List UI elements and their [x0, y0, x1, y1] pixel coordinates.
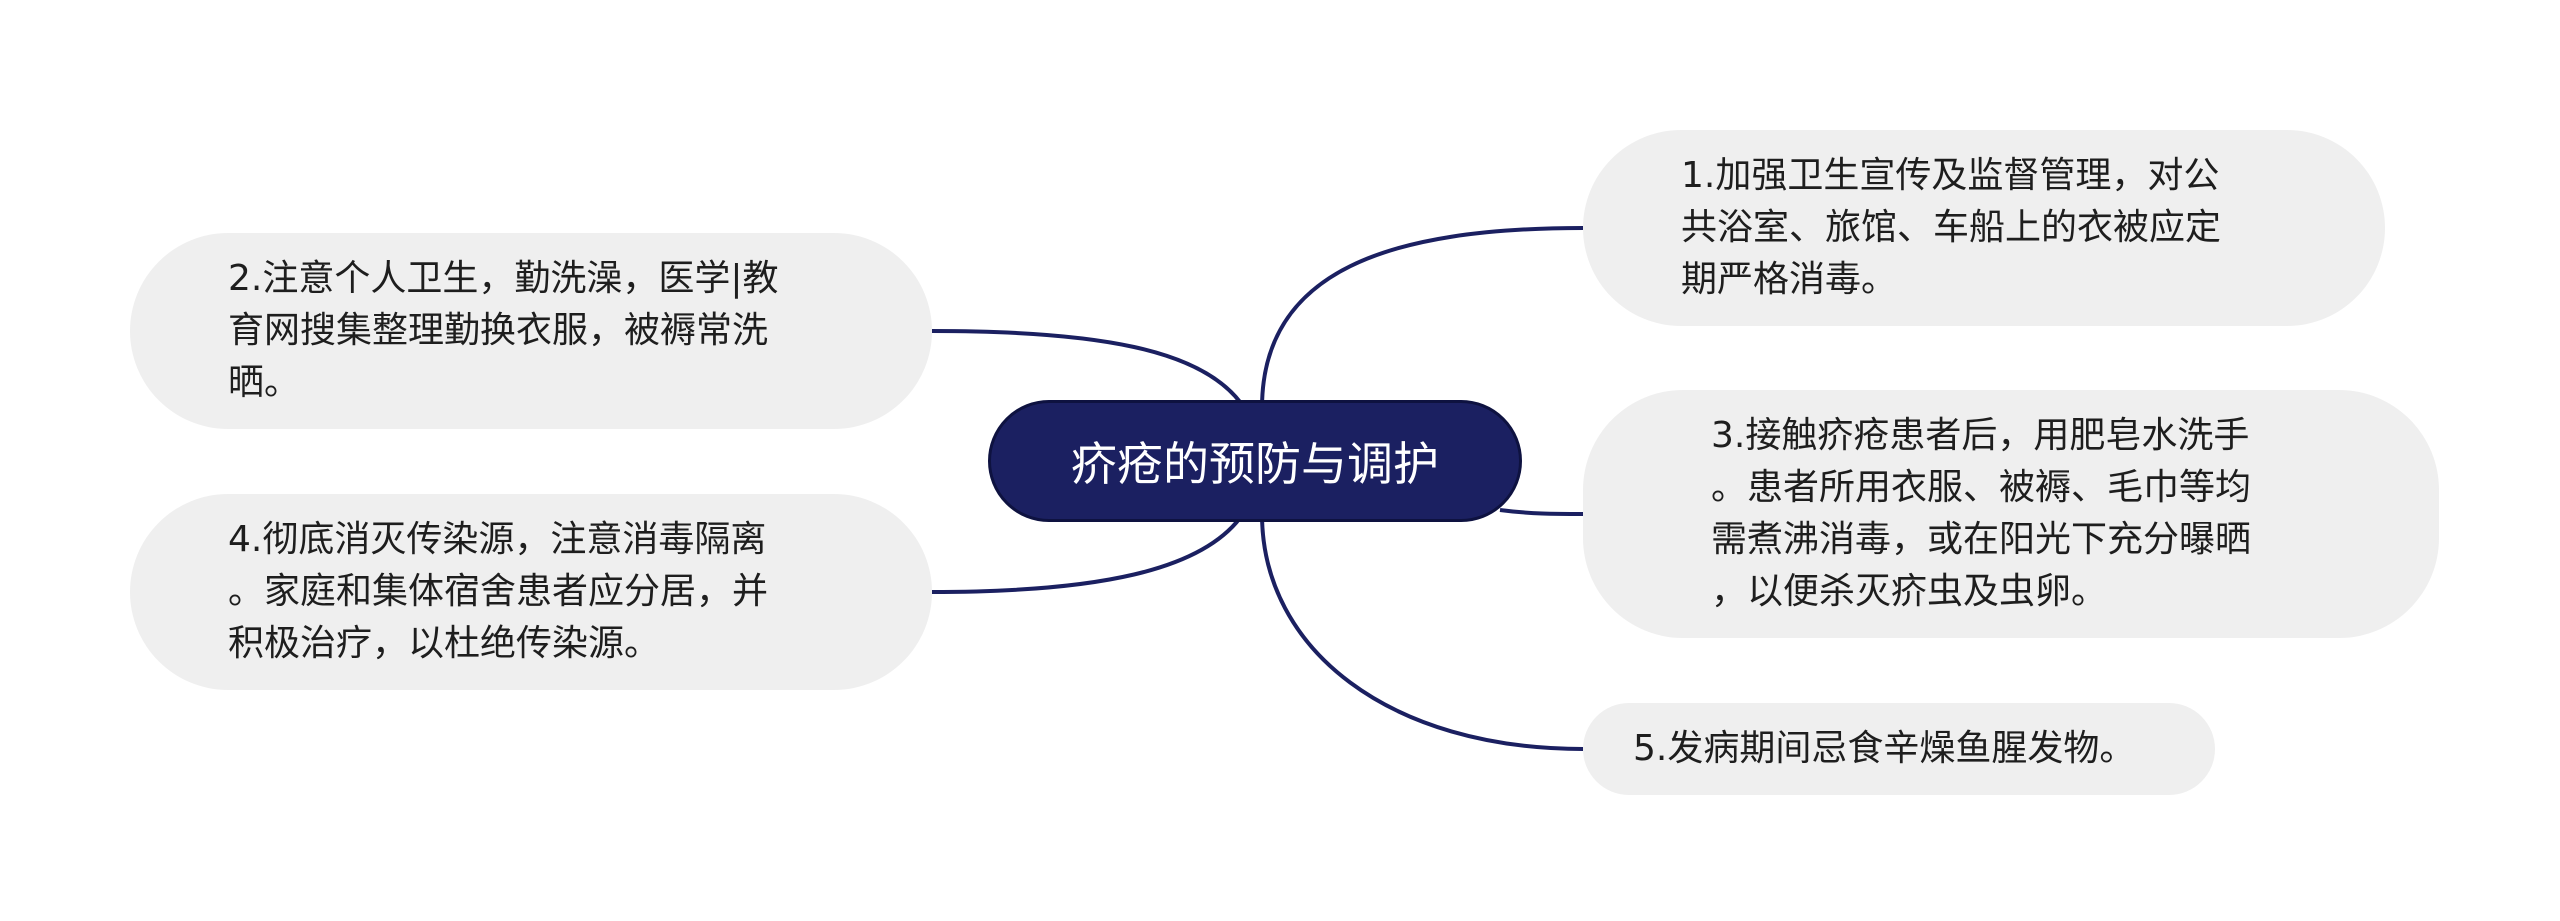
branch-node-3[interactable]: 3.接触疥疮患者后，用肥皂水洗手 。患者所用衣服、被褥、毛巾等均 需煮沸消毒，或… [1583, 390, 2439, 638]
branch-3-line-3: 需煮沸消毒，或在阳光下充分曝晒 [1711, 519, 2252, 560]
branch-2-line-3: 晒。 [228, 362, 301, 403]
connector-to-branch-3 [1499, 508, 1584, 516]
connector-to-branch-5 [1260, 513, 1584, 751]
branch-3-line-2: 。患者所用衣服、被褥、毛巾等均 [1711, 467, 2252, 508]
branch-node-5-text: 5.发病期间忌食辛燥鱼腥发物。 [1633, 723, 2135, 775]
connector-to-branch-2 [931, 329, 1242, 404]
branch-node-2-text: 2.注意个人卫生，勤洗澡，医学|教 育网搜集整理勤换衣服，被褥常洗 晒。 [228, 253, 778, 409]
branch-node-1[interactable]: 1.加强卫生宣传及监督管理，对公 共浴室、旅馆、车船上的衣被应定 期严格消毒。 [1583, 130, 2385, 326]
branch-3-line-1: 3.接触疥疮患者后，用肥皂水洗手 [1711, 415, 2250, 456]
branch-node-4[interactable]: 4.彻底消灭传染源，注意消毒隔离 。家庭和集体宿舍患者应分居，并 积极治疗，以杜… [130, 494, 932, 690]
branch-node-4-text: 4.彻底消灭传染源，注意消毒隔离 。家庭和集体宿舍患者应分居，并 积极治疗，以杜… [228, 514, 768, 670]
branch-5-line-1: 5.发病期间忌食辛燥鱼腥发物。 [1633, 728, 2136, 769]
connector-to-branch-1 [1260, 226, 1584, 409]
branch-1-line-2: 共浴室、旅馆、车船上的衣被应定 [1681, 207, 2222, 248]
branch-3-line-4: ，以便杀灭疥虫及虫卵。 [1711, 571, 2108, 612]
branch-1-line-3: 期严格消毒。 [1681, 259, 1898, 300]
branch-node-1-text: 1.加强卫生宣传及监督管理，对公 共浴室、旅馆、车船上的衣被应定 期严格消毒。 [1681, 150, 2221, 306]
branch-4-line-3: 积极治疗，以杜绝传染源。 [228, 623, 661, 664]
branch-node-2[interactable]: 2.注意个人卫生，勤洗澡，医学|教 育网搜集整理勤换衣服，被褥常洗 晒。 [130, 233, 932, 429]
branch-4-line-2: 。家庭和集体宿舍患者应分居，并 [228, 571, 769, 612]
branch-4-line-1: 4.彻底消灭传染源，注意消毒隔离 [228, 519, 767, 560]
branch-1-line-1: 1.加强卫生宣传及监督管理，对公 [1681, 155, 2220, 196]
branch-node-5[interactable]: 5.发病期间忌食辛燥鱼腥发物。 [1583, 703, 2215, 795]
central-topic[interactable]: 疥疮的预防与调护 [988, 400, 1522, 522]
branch-2-line-1: 2.注意个人卫生，勤洗澡，医学|教 [228, 258, 779, 299]
branch-2-line-2: 育网搜集整理勤换衣服，被褥常洗 [228, 310, 769, 351]
central-topic-label: 疥疮的预防与调护 [1071, 437, 1439, 491]
branch-node-3-text: 3.接触疥疮患者后，用肥皂水洗手 。患者所用衣服、被褥、毛巾等均 需煮沸消毒，或… [1711, 410, 2251, 618]
connector-to-branch-4 [931, 516, 1242, 594]
